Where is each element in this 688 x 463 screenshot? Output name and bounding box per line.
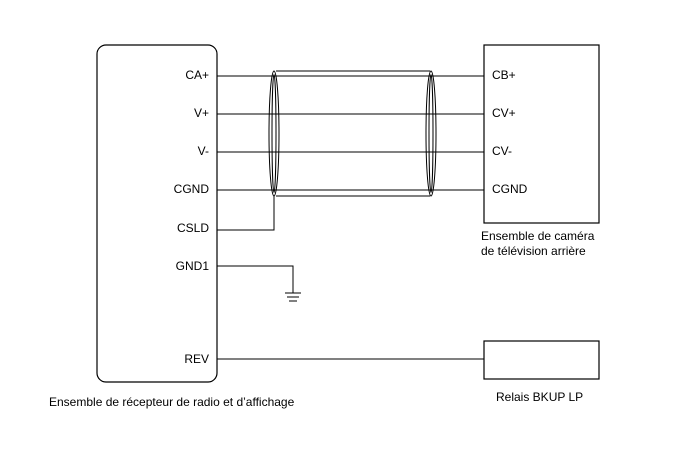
rear-camera-caption-line2: de télévision arrière — [481, 244, 586, 258]
shield-left-inner-ellipse — [271, 74, 277, 193]
relay-caption: Relais BKUP LP — [496, 390, 583, 404]
relay-box — [483, 340, 600, 380]
pin-label-csld: CSLD — [177, 221, 209, 235]
pin-label-rev: REV — [184, 352, 209, 366]
pin-label-cv-plus: CV+ — [492, 106, 516, 120]
radio-receiver-box — [96, 44, 218, 383]
pin-label-cb-plus: CB+ — [492, 68, 516, 82]
pin-label-v-minus: V- — [198, 144, 209, 158]
rear-camera-caption-line1: Ensemble de caméra — [481, 229, 595, 243]
pin-label-gnd1: GND1 — [176, 259, 210, 273]
signal-wires — [217, 75, 484, 360]
pin-label-ca-plus: CA+ — [185, 68, 209, 82]
shield-left-outer-ellipse — [268, 70, 280, 197]
shield-right-outer-ellipse — [425, 70, 437, 197]
wire-gnd1 — [217, 265, 294, 293]
cable-shield — [217, 70, 437, 231]
pin-label-cgnd-radio: CGND — [174, 182, 210, 196]
pin-label-v-plus: V+ — [194, 106, 209, 120]
ground-connection — [217, 265, 301, 302]
radio-receiver-caption: Ensemble de récepteur de radio et d’affi… — [49, 395, 295, 409]
pin-label-cv-minus: CV- — [492, 144, 512, 158]
shield-right-inner-ellipse — [428, 74, 434, 193]
pin-label-cgnd-camera: CGND — [492, 182, 528, 196]
rear-camera-box — [483, 44, 600, 224]
wire-csld-drain — [217, 196, 275, 231]
